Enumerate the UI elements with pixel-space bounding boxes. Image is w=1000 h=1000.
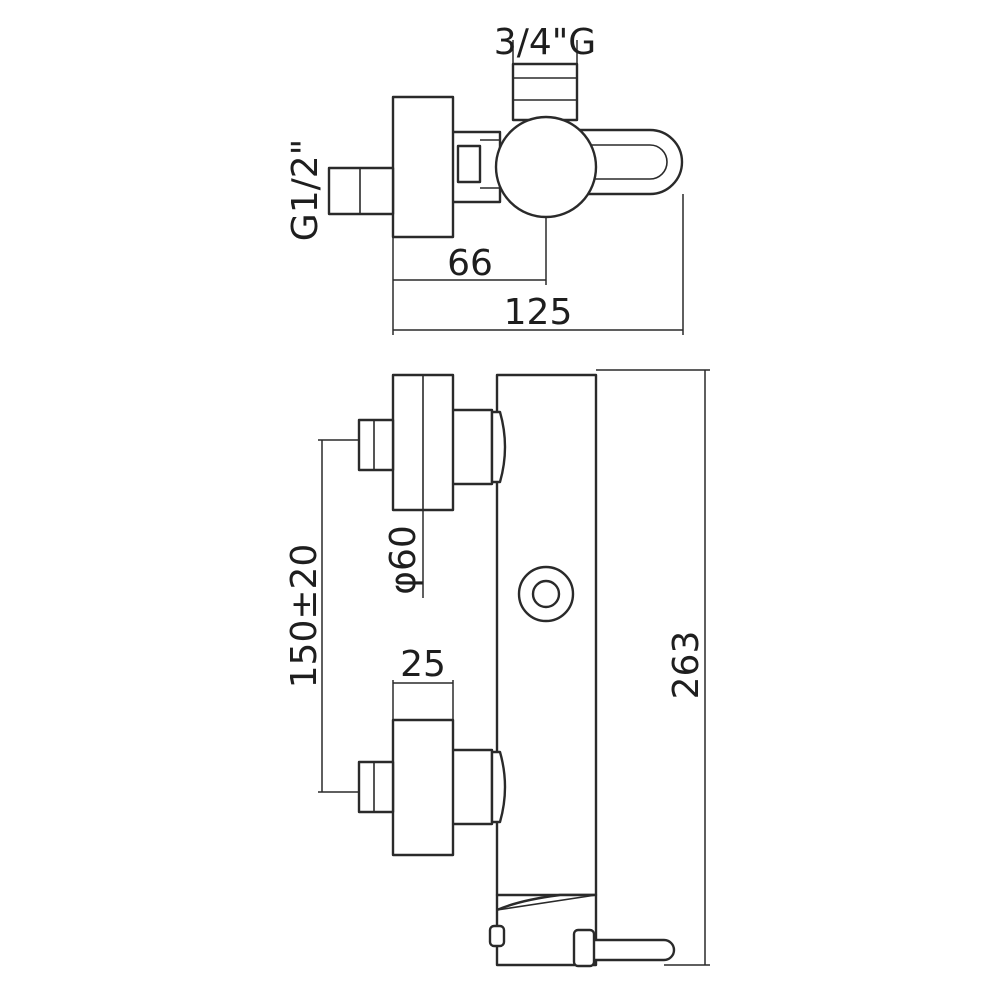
total-height-label: 263: [666, 631, 707, 700]
axis-offset-label: 66: [447, 243, 493, 284]
inlet-thread-label: G1/2": [285, 139, 326, 241]
outlet-thread-label: 3/4"G: [494, 22, 596, 63]
top-mixer-body: [494, 115, 598, 219]
inlet-spacing-label: 150±20: [284, 544, 325, 689]
front-outlet-port-inner: [531, 579, 561, 609]
total-depth-label: 125: [504, 292, 573, 333]
front-cartridge: [495, 893, 598, 967]
top-outlet-fitting: [511, 62, 579, 122]
lower-connector: [450, 748, 494, 826]
lower-wall-flange: [391, 718, 455, 857]
front-bottom-knob: [488, 924, 506, 948]
top-wall-flange: [391, 95, 455, 239]
flange-diameter-label: φ60: [383, 525, 424, 595]
lower-inlet-pipe: [357, 760, 395, 814]
front-mixer-body: [495, 373, 598, 897]
front-view: φ60 150±20 25 263: [284, 369, 710, 968]
lower-inlet-assembly: [357, 718, 507, 857]
front-lever-hub: [572, 928, 596, 968]
front-lever: [576, 938, 676, 962]
top-connector-nut: [456, 144, 482, 184]
upper-connector: [450, 408, 494, 486]
top-inlet-pipe: [327, 166, 395, 216]
upper-inlet-assembly: [357, 373, 507, 512]
eccentric-length-label: 25: [400, 644, 446, 685]
top-lever-handle-inner: [590, 144, 668, 180]
top-view: 3/4"G G1/2" 66 125: [285, 22, 684, 335]
upper-inlet-pipe: [357, 418, 395, 472]
